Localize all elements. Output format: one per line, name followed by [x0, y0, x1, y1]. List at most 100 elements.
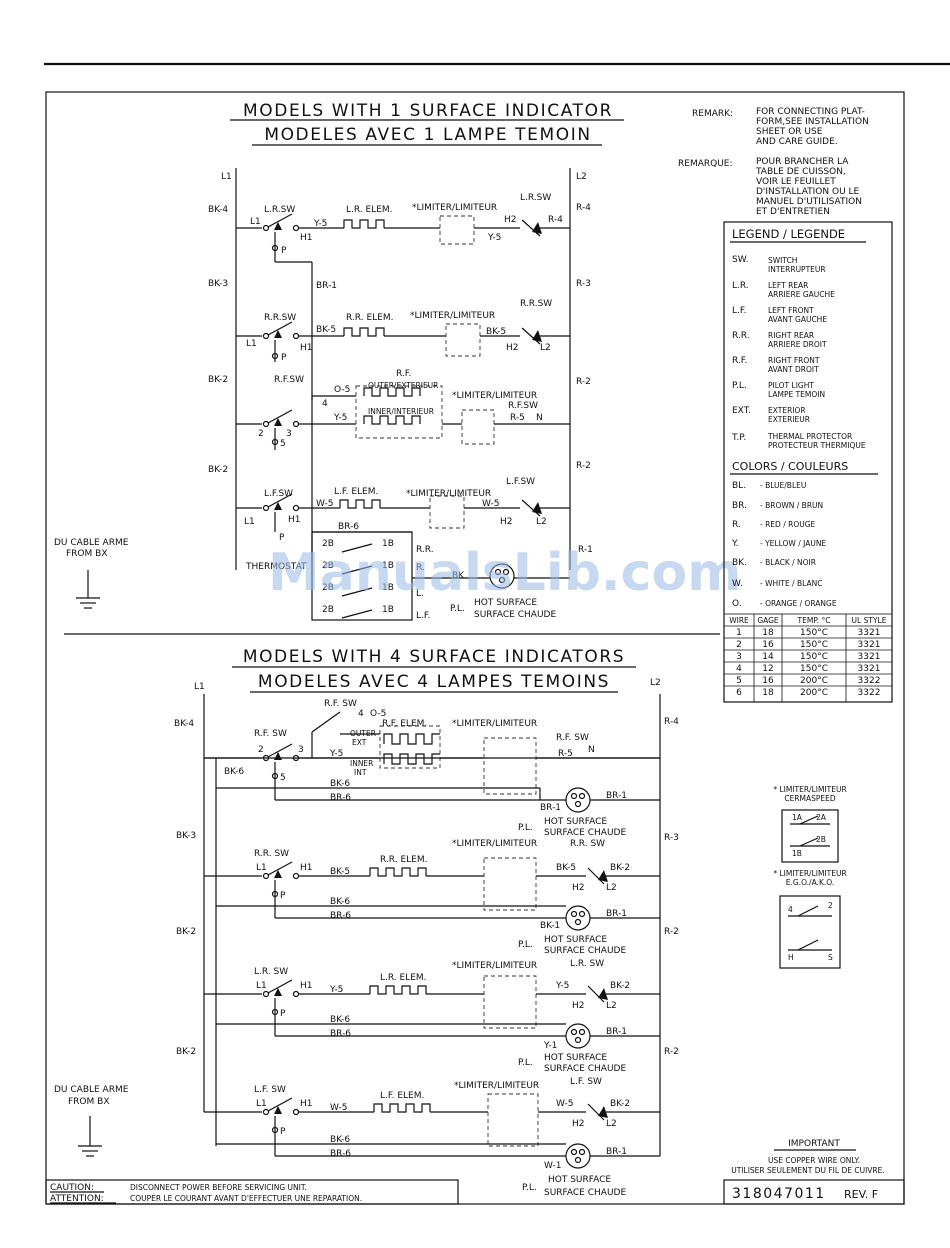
- bottom-lf-switch: L.F. SW: [254, 1085, 286, 1095]
- inset-a-term: 1A: [792, 813, 803, 822]
- svg-text:EXT.: EXT.: [732, 406, 751, 416]
- svg-text:150°C: 150°C: [800, 664, 828, 674]
- svg-text:16: 16: [762, 676, 774, 686]
- bottom-rf-limiter: *LIMITER/LIMITEUR: [452, 719, 537, 729]
- top-rf-switch-right: R.F.SW: [508, 401, 538, 411]
- color-item: BL. - BLUE/BLEU: [732, 481, 806, 491]
- top-lf-wire: W-5: [316, 499, 334, 509]
- tp-term-1: 2B: [322, 539, 334, 549]
- tp-term-5: 2B: [322, 583, 334, 593]
- bottom-rr-switch: R.R. SW: [254, 849, 289, 859]
- important-line2: UTILISER SEULEMENT DU FIL DE CUIVRE.: [731, 1166, 885, 1175]
- top-rf-limiter: *LIMITER/LIMITEUR: [452, 391, 537, 401]
- top-br6: BR-6: [338, 522, 359, 532]
- svg-text:RIGHT FRONT: RIGHT FRONT: [768, 356, 820, 365]
- svg-text:18: 18: [762, 688, 774, 698]
- bottom-right-wire-3: R-2: [664, 927, 679, 937]
- bottom-left-wire-4: BK-2: [176, 927, 196, 937]
- legend-item: R.R. RIGHT REAR ARRIERE DROIT: [732, 331, 827, 349]
- tp-label-r: R.: [416, 563, 425, 573]
- bottom-rr-wire: BK-5: [330, 867, 350, 877]
- color-item: O. - ORANGE / ORANGE: [732, 599, 837, 609]
- svg-text:LEFT FRONT: LEFT FRONT: [768, 306, 814, 315]
- inset-b-sub: E.G.O./A.K.O.: [786, 878, 835, 887]
- top-lr-limiter: *LIMITER/LIMITEUR: [412, 203, 497, 213]
- part-number: 318047011: [732, 1186, 826, 1202]
- tp-label-l: L.: [416, 589, 424, 599]
- bottom-lr-wire: Y-5: [329, 985, 343, 995]
- svg-text:200°C: 200°C: [800, 676, 828, 686]
- bottom-left-wire-5: BK-2: [176, 1047, 196, 1057]
- sheet-border: [45, 91, 905, 1205]
- top-lf-t1: L1: [244, 517, 255, 527]
- bottom-rf-pl-wire: BR-1: [540, 803, 561, 813]
- bottom-lf-pl-wire: W-1: [544, 1161, 562, 1171]
- tp-term-6: 1B: [382, 583, 394, 593]
- top-br1: BR-1: [316, 281, 337, 291]
- top-lf-switch: L.F.SW: [264, 489, 293, 499]
- top-rr-t3: H2: [506, 343, 519, 353]
- table-row: 1 18 150°C 3321: [736, 628, 880, 638]
- bottom-lf-switch-right: L.F. SW: [570, 1077, 602, 1087]
- bottom-right-wire-1: R-4: [664, 717, 679, 727]
- bottom-rf-t3: 3: [298, 745, 304, 755]
- bottom-lr-element: L.R. ELEM.: [380, 973, 427, 983]
- svg-text:- BROWN / BRUN: - BROWN / BRUN: [760, 501, 823, 510]
- limiter-inset-ego: * LIMITER/LIMITEUR E.G.O./A.K.O. 4 2 H S: [773, 869, 847, 969]
- bottom-rr-br6: BR-6: [330, 911, 351, 921]
- colors-title: COLORS / COULEURS: [732, 460, 848, 473]
- svg-text:PROTECTEUR THERMIQUE: PROTECTEUR THERMIQUE: [768, 441, 866, 450]
- top-bk-label: BK: [452, 571, 465, 581]
- top-ground-line1: DU CABLE ARME: [54, 538, 129, 548]
- top-lf-t2: H1: [288, 515, 301, 525]
- remark-fr-4: D'INSTALLATION OU LE: [756, 187, 860, 197]
- bottom-lf-pl-wire2: BR-1: [606, 1147, 627, 1157]
- bottom-rf-wire: Y-5: [329, 749, 343, 759]
- top-pl-label: P.L.: [450, 604, 465, 614]
- top-diagram: MODELS WITH 1 SURFACE INDICATOR MODELES …: [54, 101, 741, 621]
- bottom-lr-bk6: BK-6: [330, 1015, 350, 1025]
- bottom-lf-pl: P.L.: [522, 1183, 537, 1193]
- color-item: R. - RED / ROUGE: [732, 520, 816, 530]
- important-title: IMPORTANT: [788, 1139, 840, 1149]
- bottom-lr-br6: BR-6: [330, 1029, 351, 1039]
- top-lr-element: L.R. ELEM.: [346, 205, 393, 215]
- bottom-lf-t4: L2: [606, 1119, 617, 1129]
- top-ground: DU CABLE ARME FROM BX: [54, 538, 129, 609]
- top-rr-switch-right: R.R.SW: [520, 299, 552, 309]
- svg-text:ARRIERE GAUCHE: ARRIERE GAUCHE: [768, 290, 835, 299]
- bottom-right-wire-4: R-2: [664, 1047, 679, 1057]
- legend-item: SW. SWITCH INTERRUPTEUR: [732, 255, 826, 274]
- bottom-lr-pl: P.L.: [518, 1058, 533, 1068]
- svg-text:BK.: BK.: [732, 558, 747, 568]
- inset-a-title: * LIMITER/LIMITEUR: [773, 785, 846, 794]
- caution-box: CAUTION: DISCONNECT POWER BEFORE SERVICI…: [45, 1179, 459, 1205]
- svg-text:3: 3: [736, 652, 742, 662]
- svg-text:INTERRUPTEUR: INTERRUPTEUR: [768, 265, 826, 274]
- bottom-lf-t3: H2: [572, 1119, 585, 1129]
- remark-en-4: AND CARE GUIDE.: [756, 137, 838, 147]
- bottom-left-wire-1: BK-4: [174, 719, 194, 729]
- bottom-lf-pilot-light: [565, 1143, 591, 1169]
- bottom-lr-pl-wire2: BR-1: [606, 1027, 627, 1037]
- top-lf-element: L.F. ELEM.: [334, 487, 378, 497]
- top-rf-t4: 4: [322, 399, 328, 409]
- color-item: BR. - BROWN / BRUN: [732, 501, 823, 511]
- svg-text:O.: O.: [732, 599, 742, 609]
- color-item: W. - WHITE / BLANC: [732, 579, 822, 589]
- legend-title: LEGEND / LEGENDE: [732, 227, 845, 241]
- top-rr-element: R.R. ELEM.: [346, 313, 393, 323]
- svg-text:RIGHT REAR: RIGHT REAR: [768, 331, 814, 340]
- svg-text:L.R.: L.R.: [732, 281, 749, 291]
- inset-a-term: 2A: [816, 813, 827, 822]
- inset-a-sub: CERMASPEED: [784, 794, 836, 803]
- svg-text:- BLACK / NOIR: - BLACK / NOIR: [760, 558, 816, 567]
- bottom-row-rf: R.F. SW R.F. SW R.F. ELEM. *LIMITER/LIMI…: [204, 699, 660, 1146]
- bottom-lr-t2: H1: [300, 981, 313, 991]
- top-rf-element: R.F.: [396, 369, 411, 379]
- bottom-rf-t4: 4: [358, 709, 364, 719]
- bottom-lr-limiter: *LIMITER/LIMITEUR: [452, 961, 537, 971]
- bottom-lf-t1: L1: [256, 1099, 267, 1109]
- bottom-rf-element: R.F. ELEM.: [382, 719, 427, 729]
